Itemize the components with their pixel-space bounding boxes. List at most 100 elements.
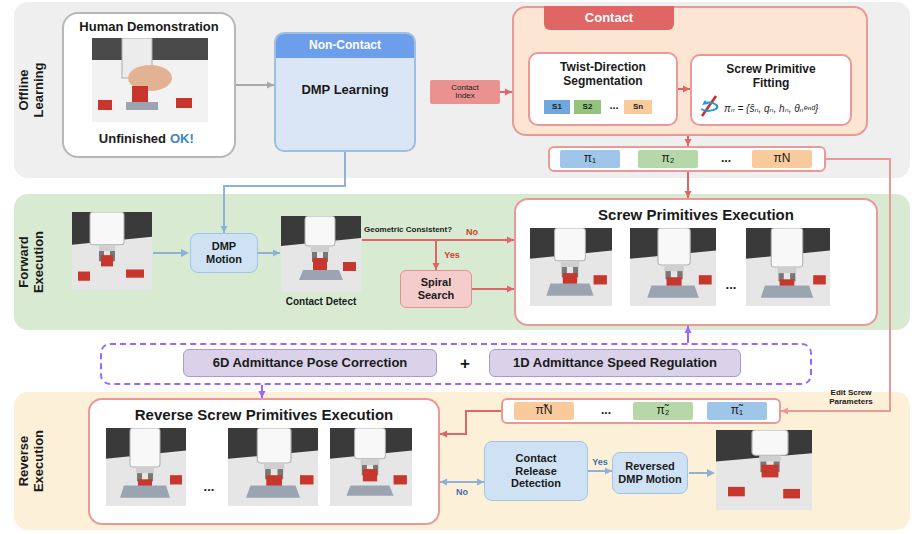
text-slot: Geometric Consistent? [364, 224, 458, 236]
arrow-head [507, 286, 514, 293]
deco-arrow [689, 469, 715, 477]
text-slot: ... [194, 478, 224, 496]
execution-box: Reverse Screw Primitives Execution... [88, 398, 440, 525]
robot-photo [716, 430, 812, 510]
node-text: ... [204, 480, 215, 495]
band: Reverse Execution Reverse Screw Primitiv… [14, 392, 910, 530]
text-slot: Contact [544, 6, 674, 30]
robot-photo [281, 216, 361, 292]
text-slot: S2 [574, 100, 601, 114]
node-text: π̃N [536, 404, 553, 418]
robot-photo-part [300, 475, 314, 484]
robot-photo-part [555, 228, 586, 261]
text-slot: No [450, 486, 474, 498]
edge-label: No [456, 487, 468, 497]
connector [685, 326, 692, 343]
robot-photo-part [664, 265, 683, 271]
connector [362, 240, 440, 270]
primitive-box: π₂ [638, 150, 698, 168]
node-text: ... [601, 404, 611, 418]
primitive-list: ... π̃N π̃₂ π̃₁ [501, 398, 781, 424]
node-text: π₁ [584, 152, 596, 166]
connector [472, 286, 514, 293]
demo-photo-part [98, 100, 112, 110]
arrow-head [440, 431, 447, 438]
connector [440, 411, 501, 438]
robot-photo-part [130, 428, 160, 467]
node-text: Human Demonstration [79, 20, 218, 35]
text-slot: Contact Release Detection [485, 442, 587, 500]
node-text: Non-Contact [309, 39, 381, 53]
robot-photo-part [355, 428, 386, 459]
arrow-head [273, 250, 280, 257]
robot-photo-part [630, 228, 716, 306]
process-box: Reversed DMP Motion [612, 452, 688, 494]
connector-line [588, 470, 612, 472]
deco-arrow-part [707, 469, 715, 477]
node-text: 6D Admittance Pose Correction [213, 356, 408, 371]
text-slot: S1 [544, 100, 570, 114]
node-text: ... [726, 278, 737, 293]
demo-photo-part [126, 102, 158, 110]
text-slot: Reverse Execution [15, 421, 49, 501]
robot-photo-part [546, 283, 593, 295]
arrow-head [505, 89, 512, 96]
robot-photo-part [728, 487, 745, 496]
primitive-box: πN [752, 150, 812, 168]
connector [221, 152, 346, 233]
robot-photo-part [783, 489, 800, 498]
process-box: Twist-Direction Segmentation...S1S2Sn [528, 52, 678, 126]
edge-label: Yes [592, 457, 608, 467]
arrow-head [259, 391, 266, 398]
text-slot: π̃₂ [633, 402, 693, 420]
region-box: ContactTwist-Direction Segmentation...S1… [512, 6, 868, 136]
connector-line [678, 88, 690, 90]
robot-photo-part [72, 212, 152, 290]
control-box: 1D Admittance Speed Regulation [489, 349, 741, 377]
robot-photo-part [759, 455, 781, 461]
edge-label: No [466, 227, 478, 237]
connector-line [362, 239, 514, 241]
dashed-group: +6D Admittance Pose Correction1D Admitta… [100, 343, 812, 385]
node-text: Contact Release Detection [496, 452, 576, 490]
text-slot: OK! [170, 130, 230, 148]
node-text: Screw Primitives Execution [598, 206, 794, 223]
node-text: Offline Learning [17, 53, 47, 127]
robot-photo-part [594, 275, 607, 284]
connector-line [224, 152, 345, 233]
text-slot: Spiral Search [401, 271, 471, 307]
demo-photo-part [132, 86, 148, 102]
process-box: Non-ContactDMP Learning [274, 32, 416, 152]
screw-icon-part [702, 96, 716, 116]
text-slot: ... [581, 402, 631, 420]
demo-photo-part [92, 38, 208, 122]
text-slot: Contact Index [430, 80, 500, 104]
robot-photo-part [346, 485, 393, 495]
band: Forward ExecutionDMP Motion Contact Dete… [14, 194, 910, 330]
demo-photo [92, 38, 208, 122]
deco-arrow-part [153, 252, 182, 254]
robot-photo-part [120, 485, 170, 497]
robot-photo-part [746, 228, 830, 306]
robot-photo-part [101, 255, 113, 266]
connector-line [687, 326, 689, 343]
robot-photo-part [264, 463, 284, 469]
text-slot: Human Demonstration [64, 18, 234, 36]
node-text: Reverse Execution [17, 424, 47, 498]
text-slot: 1D Admittance Speed Regulation [490, 350, 740, 376]
connector-line [258, 252, 280, 254]
robot-photo-part [257, 428, 291, 463]
text-slot: Twist-Direction Segmentation [530, 58, 676, 92]
connector-line [687, 136, 689, 146]
robot-photo-part [361, 459, 379, 465]
robot-photo-part [281, 216, 361, 292]
connector [259, 385, 266, 398]
robot-photo-part [778, 267, 797, 273]
connector-line [362, 240, 436, 270]
robot-photo [330, 428, 412, 506]
robot-photo-part [330, 428, 412, 506]
primitive-box: π̃₁ [707, 402, 767, 420]
node-text: πN [774, 152, 791, 166]
text-slot: πₙ = {ŝₙ, qₙ, hₙ, θₙᵉⁿᵈ} [724, 98, 848, 120]
robot-photo-part [761, 285, 814, 297]
